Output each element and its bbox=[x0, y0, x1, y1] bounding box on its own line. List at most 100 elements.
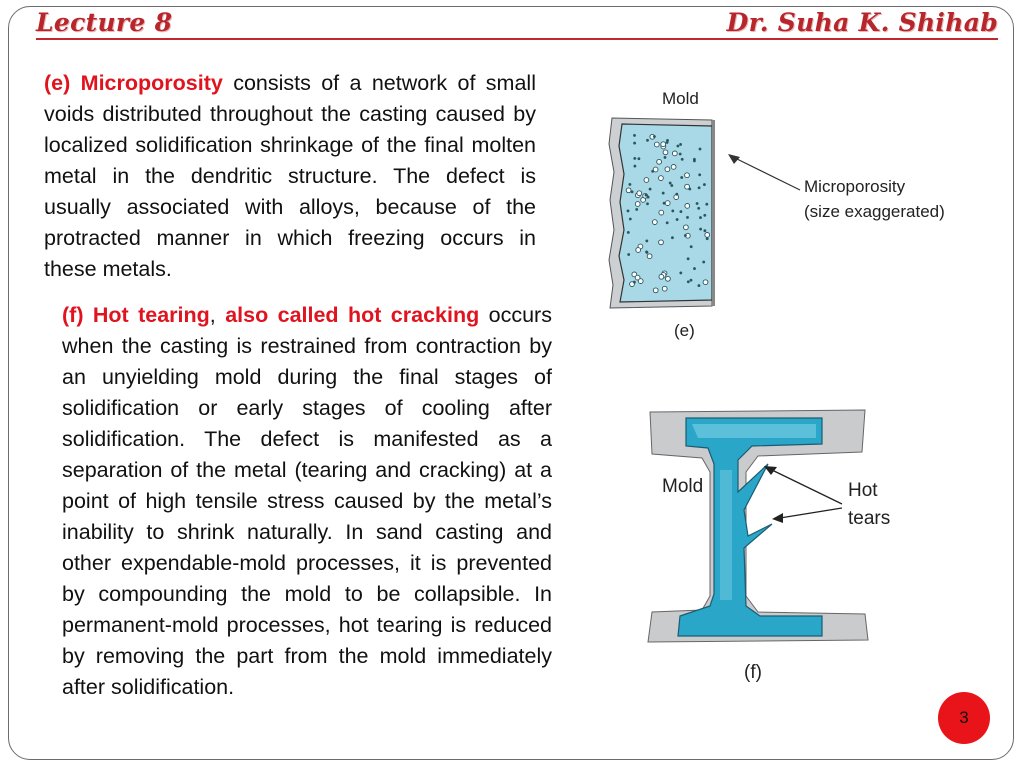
header-author: Dr. Suha K. Shihab bbox=[726, 8, 998, 37]
void-dot bbox=[633, 156, 637, 160]
figure-microporosity: Mold Microporosity (size exaggerated) (e… bbox=[608, 89, 945, 340]
paragraph-hot-tearing: (f) Hot tearing, also called hot crackin… bbox=[62, 300, 552, 703]
void-dot bbox=[633, 164, 637, 168]
void-dot bbox=[705, 237, 709, 241]
void-dot bbox=[705, 202, 709, 206]
void-dot bbox=[670, 164, 677, 170]
figure-e-caption: (e) bbox=[674, 321, 695, 340]
void-dot bbox=[702, 279, 709, 286]
void-dot bbox=[626, 230, 630, 234]
figure-e-mold-label: Mold bbox=[662, 89, 699, 108]
void-dot bbox=[646, 253, 653, 260]
hot-tears-callout-line1: Hot bbox=[848, 480, 878, 501]
void-dot bbox=[626, 209, 630, 213]
term-hot-cracking: also called hot cracking bbox=[225, 303, 480, 327]
void-dot bbox=[665, 275, 671, 282]
hot-tear-arrowhead-lower bbox=[772, 513, 783, 523]
void-dot bbox=[702, 260, 706, 264]
void-dot bbox=[662, 149, 669, 156]
void-dot bbox=[645, 250, 649, 254]
figure-f-caption: (f) bbox=[744, 662, 762, 683]
void-dot bbox=[627, 253, 631, 256]
void-dot bbox=[633, 141, 637, 145]
casting-i-section bbox=[677, 417, 823, 637]
casting-edge bbox=[712, 120, 715, 306]
term-comma: , bbox=[209, 303, 216, 327]
void-dot bbox=[683, 234, 687, 237]
void-dot bbox=[684, 172, 690, 179]
void-dot bbox=[686, 257, 690, 261]
void-dot bbox=[630, 190, 634, 194]
void-dot bbox=[653, 141, 660, 148]
void-dot bbox=[689, 245, 693, 249]
microporosity-leader-line bbox=[734, 157, 801, 191]
item-label-e: (e) bbox=[44, 71, 71, 95]
void-dot bbox=[658, 175, 664, 181]
void-dot bbox=[697, 186, 701, 190]
void-dot bbox=[675, 192, 679, 196]
void-dot bbox=[679, 210, 683, 214]
void-dot bbox=[646, 202, 649, 206]
void-dot bbox=[678, 152, 682, 156]
void-dot bbox=[680, 157, 684, 161]
void-dot bbox=[637, 278, 644, 284]
void-dot bbox=[698, 147, 702, 151]
void-dot bbox=[628, 182, 632, 186]
void-dot bbox=[646, 138, 649, 142]
header-divider bbox=[36, 38, 998, 40]
void-dot bbox=[664, 166, 671, 173]
void-dot bbox=[628, 217, 632, 221]
void-dot bbox=[645, 239, 649, 243]
void-dot bbox=[679, 271, 683, 275]
void-dot bbox=[692, 159, 696, 163]
void-dot bbox=[637, 157, 641, 161]
hot-tear-leader-upper bbox=[771, 469, 843, 505]
void-dot bbox=[658, 239, 664, 246]
void-dot bbox=[671, 209, 675, 213]
microporosity-callout-line2: (size exaggerated) bbox=[804, 202, 945, 221]
void-dot bbox=[661, 191, 665, 195]
void-dot bbox=[662, 201, 666, 205]
figure-f-mold-label: Mold bbox=[662, 476, 703, 497]
void-dot bbox=[633, 133, 636, 137]
void-dot bbox=[689, 278, 693, 282]
void-dot bbox=[636, 190, 643, 197]
void-dot bbox=[683, 224, 689, 231]
void-dot bbox=[632, 280, 636, 284]
void-dot bbox=[643, 177, 650, 183]
void-dot bbox=[684, 203, 691, 209]
void-dot bbox=[703, 213, 707, 217]
void-dot bbox=[648, 187, 652, 191]
void-dot bbox=[658, 209, 665, 216]
microporosity-description: consists of a network of small voids dis… bbox=[44, 71, 536, 281]
void-dot bbox=[644, 193, 648, 197]
page-number-badge: 3 bbox=[938, 692, 990, 744]
void-dot bbox=[679, 142, 683, 146]
void-dot bbox=[646, 195, 650, 199]
void-dot bbox=[656, 158, 662, 165]
void-dot bbox=[693, 267, 696, 271]
void-dot bbox=[661, 285, 668, 292]
void-dot bbox=[684, 183, 690, 190]
casting-web-highlight bbox=[720, 470, 732, 600]
void-dot bbox=[699, 216, 702, 220]
casting-highlight bbox=[692, 424, 816, 438]
void-dot bbox=[697, 284, 701, 288]
figure-hot-tearing: Mold Hot tears (f) bbox=[647, 409, 890, 683]
void-dot bbox=[680, 176, 684, 179]
void-dot bbox=[695, 202, 699, 205]
void-dot bbox=[697, 206, 701, 210]
void-dot bbox=[663, 155, 667, 159]
term-microporosity: Microporosity bbox=[80, 71, 223, 95]
void-dot bbox=[651, 169, 655, 173]
void-dot bbox=[651, 219, 658, 225]
microporosity-arrowhead bbox=[728, 154, 740, 164]
page-number: 3 bbox=[959, 708, 969, 727]
paragraph-microporosity: (e) Microporosity consists of a network … bbox=[44, 68, 536, 285]
void-dot bbox=[675, 218, 679, 221]
hot-tears-callout-line2: tears bbox=[848, 508, 890, 529]
void-dot bbox=[631, 271, 638, 278]
void-dot bbox=[703, 229, 707, 233]
void-dot bbox=[670, 184, 674, 187]
void-dot bbox=[652, 287, 659, 294]
